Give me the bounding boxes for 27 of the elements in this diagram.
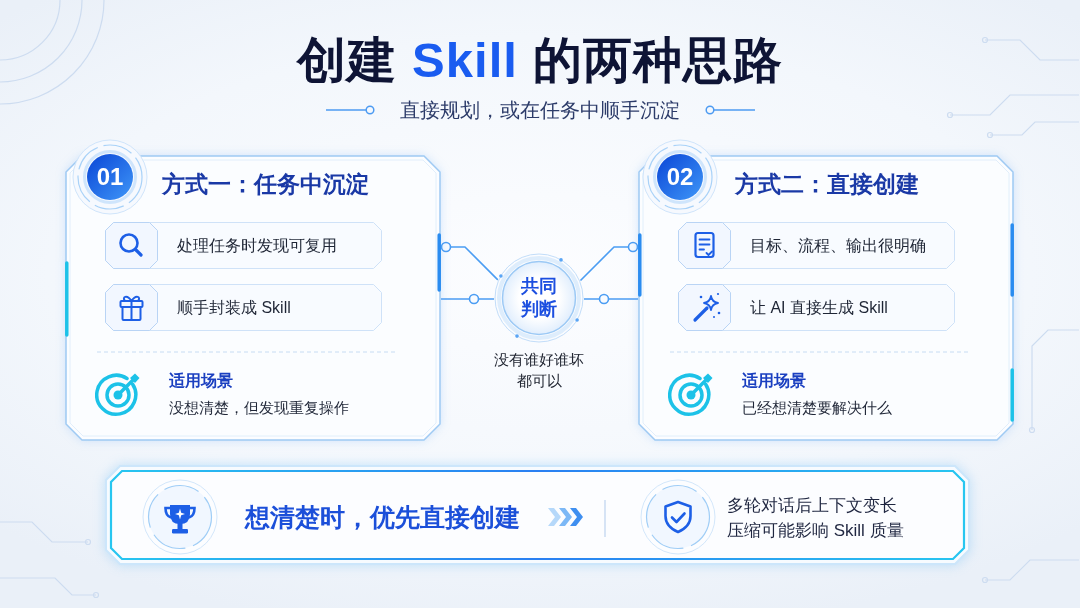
scenario-description: 已经想清楚要解决什么 [742, 398, 892, 418]
section-heading: 方式二：直接创建 [735, 170, 919, 199]
highlight-banner [105, 465, 970, 565]
panel-card [65, 155, 441, 441]
item-text: 目标、流程、输出很明确 [750, 235, 926, 256]
note-text: 多轮对话后上下文变长压缩可能影响 Skill 质量 [727, 495, 905, 542]
scenario-title: 适用场景 [169, 371, 233, 391]
circuit-connector [579, 241, 639, 282]
page-subtitle: 直接规划，或在任务中顺手沉淀 [400, 99, 680, 121]
list-item-card [105, 284, 382, 331]
list-item-card [678, 222, 955, 269]
page-title: 创建 Skill 的两种思路 [297, 33, 783, 87]
circuit-connector [440, 298, 495, 300]
list-item-card [105, 222, 382, 269]
panel-card [638, 155, 1014, 441]
scenario-title: 适用场景 [742, 371, 806, 391]
scenario-description: 没想清楚，但发现重复操作 [169, 398, 349, 418]
section-heading: 方式一：任务中沉淀 [162, 170, 369, 199]
circuit-connector [583, 298, 639, 300]
highlight-text: 想清楚时，优先直接创建 [245, 502, 520, 532]
item-text: 让 AI 直接生成 Skill [750, 297, 888, 318]
circuit-connector [440, 241, 499, 281]
caption-text: 没有谁好谁坏都可以 [493, 350, 585, 391]
item-text: 处理任务时发现可复用 [177, 235, 337, 256]
list-item-card [678, 284, 955, 331]
item-text: 顺手封装成 Skill [177, 297, 291, 318]
center-circle: 共同判断 [494, 253, 584, 343]
